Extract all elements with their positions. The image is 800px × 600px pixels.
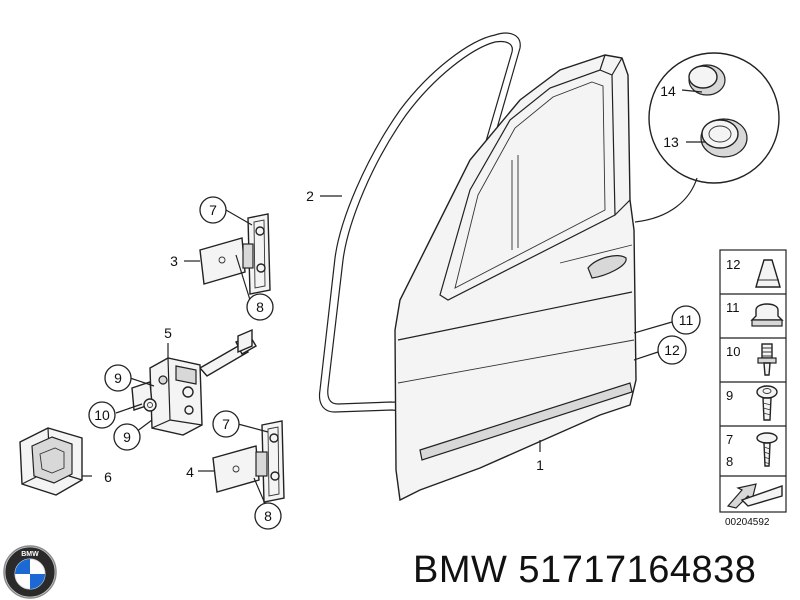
detail-circle: [634, 52, 780, 223]
fastener-legend: 12 11 10 9 7 8 00204: [719, 249, 787, 528]
legend-item-10: 10: [726, 344, 740, 359]
callout-1: 1: [536, 457, 544, 473]
callout-2: 2: [306, 188, 314, 204]
upper-hinge: [199, 213, 271, 295]
logo-letters: BMW: [21, 551, 39, 558]
clip-icon: [757, 343, 777, 376]
callout-3: 3: [170, 253, 178, 269]
callout-8-lower: 8: [254, 502, 282, 530]
callout-7-lower: 7: [212, 410, 240, 438]
legend-item-8: 8: [726, 454, 733, 469]
svg-text:8: 8: [264, 508, 272, 524]
grommet: [19, 427, 83, 496]
callout-5: 5: [164, 325, 172, 341]
bmw-logo-icon: BMW: [3, 545, 57, 599]
callout-13: 13: [663, 134, 679, 150]
svg-text:8: 8: [256, 299, 264, 315]
svg-text:9: 9: [123, 429, 131, 445]
callout-8-upper: 8: [246, 293, 274, 321]
callout-numbers: 1 2 3 4 5 6 14 13: [104, 83, 679, 485]
door-check-strap: [131, 328, 257, 436]
legend-item-9: 9: [726, 388, 733, 403]
callout-14: 14: [660, 83, 676, 99]
callout-7-upper: 7: [199, 196, 227, 224]
svg-text:10: 10: [94, 407, 110, 423]
door-shell: [394, 54, 637, 502]
arrow-symbol-icon: [726, 483, 783, 509]
leader-lines: [82, 89, 706, 507]
cap-icon: [750, 303, 784, 321]
legend-item-12: 12: [726, 257, 740, 272]
callout-4: 4: [186, 464, 194, 480]
lower-hinge: [212, 420, 285, 503]
callout-12: 12: [657, 335, 687, 365]
callout-10: 10: [88, 401, 116, 429]
legend-item-11: 11: [726, 300, 740, 315]
screw-icon: [756, 432, 778, 467]
legend-item-7: 7: [726, 432, 733, 447]
diagram-number: 00204592: [725, 517, 770, 528]
callout-6: 6: [104, 469, 112, 485]
callout-11: 11: [671, 305, 701, 335]
callout-9-lower: 9: [113, 423, 141, 451]
svg-text:11: 11: [679, 312, 694, 328]
svg-text:12: 12: [664, 342, 680, 358]
svg-text:7: 7: [222, 416, 230, 432]
svg-text:7: 7: [209, 202, 217, 218]
circled-callouts: 7 8 9 10 9 7 8 11: [88, 196, 701, 530]
svg-text:9: 9: [114, 370, 122, 386]
part-number-caption: BMW 51717164838: [413, 549, 757, 591]
callout-9-upper: 9: [104, 364, 132, 392]
bolt-icon: [756, 385, 778, 421]
